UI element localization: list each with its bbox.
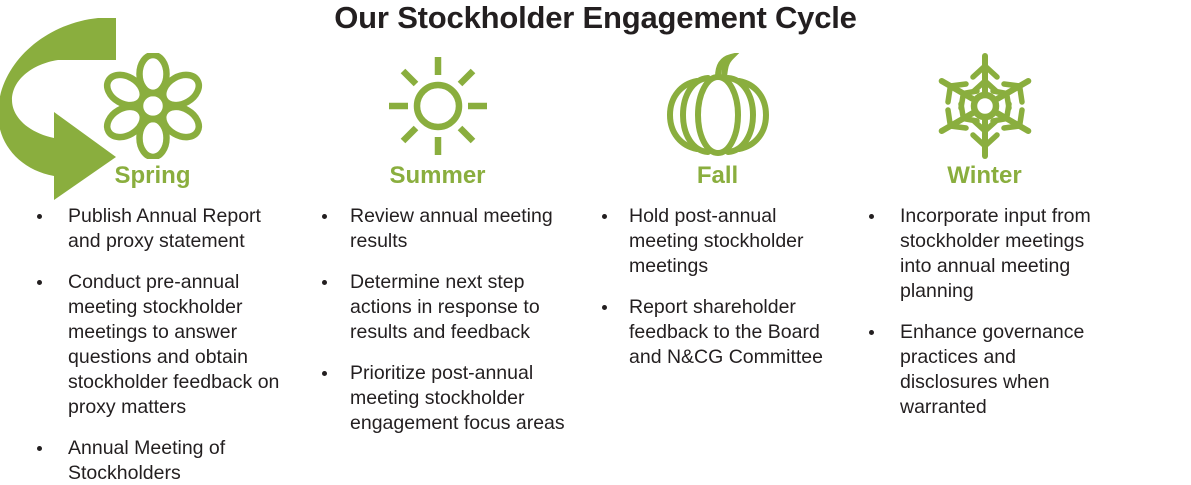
pumpkin-icon (585, 52, 850, 160)
bullet-list-fall: Hold post-annual meeting stockholder mee… (585, 204, 850, 370)
season-columns: Spring Publish Annual Report and proxy s… (0, 52, 1191, 485)
bullet-dot-icon (37, 214, 42, 219)
bullet-dot-icon (322, 280, 327, 285)
bullet-dot-icon (322, 214, 327, 219)
list-item-text: Hold post-annual meeting stockholder mee… (629, 205, 804, 277)
bullet-dot-icon (37, 280, 42, 285)
list-item-text: Conduct pre-annual meeting stockholder m… (68, 271, 280, 418)
list-item: Report shareholder feedback to the Board… (585, 295, 850, 370)
bullet-dot-icon (322, 371, 327, 376)
sun-icon (305, 52, 570, 160)
season-label-summer: Summer (389, 162, 486, 189)
season-label-winter: Winter (947, 162, 1022, 189)
season-label-spring: Spring (114, 162, 191, 189)
season-column-spring: Spring Publish Annual Report and proxy s… (20, 52, 285, 485)
bullet-dot-icon (869, 214, 874, 219)
list-item-text: Incorporate input from stockholder meeti… (900, 205, 1091, 302)
season-label-fall: Fall (696, 162, 739, 189)
list-item-text: Determine next step actions in response … (350, 271, 540, 343)
flower-icon (20, 52, 285, 160)
list-item: Publish Annual Report and proxy statemen… (20, 204, 285, 254)
list-item: Prioritize post-annual meeting stockhold… (305, 361, 570, 436)
snowflake-icon (852, 52, 1117, 160)
list-item: Conduct pre-annual meeting stockholder m… (20, 270, 285, 420)
bullet-dot-icon (602, 214, 607, 219)
list-item: Review annual meeting results (305, 204, 570, 254)
list-item: Incorporate input from stockholder meeti… (852, 204, 1117, 304)
bullet-list-summer: Review annual meeting results Determine … (305, 204, 570, 436)
cycle-arrow-left (0, 14, 122, 205)
list-item: Enhance governance practices and disclos… (852, 320, 1117, 420)
list-item: Determine next step actions in response … (305, 270, 570, 345)
list-item-text: Prioritize post-annual meeting stockhold… (350, 362, 565, 434)
season-column-fall: Fall Hold post-annual meeting stockholde… (585, 52, 850, 370)
list-item-text: Report shareholder feedback to the Board… (629, 296, 823, 368)
season-column-summer: Summer Review annual meeting results Det… (305, 52, 570, 436)
bullet-dot-icon (37, 446, 42, 451)
list-item: Annual Meeting of Stockholders (20, 436, 285, 485)
list-item-text: Annual Meeting of Stockholders (68, 437, 226, 484)
list-item-text: Publish Annual Report and proxy statemen… (68, 205, 261, 252)
bullet-list-spring: Publish Annual Report and proxy statemen… (20, 204, 285, 485)
season-column-winter: Winter Incorporate input from stockholde… (852, 52, 1117, 420)
list-item: Hold post-annual meeting stockholder mee… (585, 204, 850, 279)
bullet-list-winter: Incorporate input from stockholder meeti… (852, 204, 1117, 420)
bullet-dot-icon (869, 330, 874, 335)
list-item-text: Review annual meeting results (350, 205, 553, 252)
page-title: Our Stockholder Engagement Cycle (334, 0, 857, 35)
bullet-dot-icon (602, 305, 607, 310)
list-item-text: Enhance governance practices and disclos… (900, 321, 1085, 418)
